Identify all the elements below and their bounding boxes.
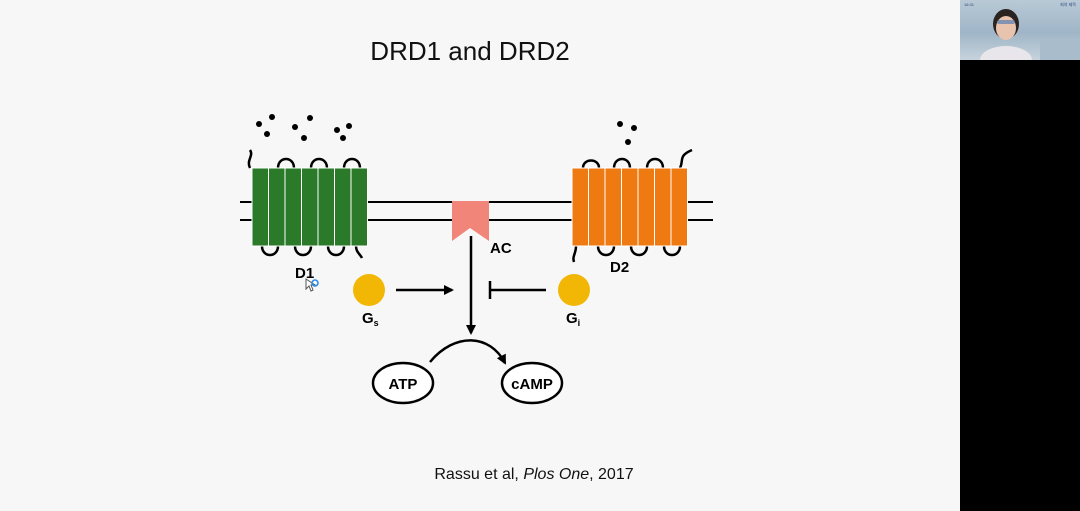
d1-helix: [251, 167, 269, 247]
shared-slide: DRD1 and DRD2: [0, 0, 960, 511]
d1-helix: [334, 167, 352, 247]
citation-year: , 2017: [589, 466, 634, 483]
d2-label: D2: [610, 259, 629, 276]
d1-helix: [350, 167, 368, 247]
participant-avatar: [980, 9, 1080, 60]
atp-label: ATP: [389, 376, 418, 393]
d1-helix: [284, 167, 302, 247]
d2-helix: [637, 167, 655, 247]
d2-helix: [654, 167, 672, 247]
d2-helix: [621, 167, 639, 247]
d1-label: D1: [295, 265, 314, 282]
gi-label: Gi: [566, 310, 580, 328]
conversion-arrow: [429, 339, 507, 365]
d1-helix: [268, 167, 286, 247]
gi-protein: [558, 274, 590, 306]
participant-meta-right: 회의 제목: [1060, 2, 1076, 7]
citation-journal: Plos One: [523, 466, 590, 483]
d1-helix: [317, 167, 335, 247]
d2-helix: [588, 167, 606, 247]
mouse-pointer-icon: [305, 278, 319, 299]
participant-panel: [960, 0, 1080, 511]
atp-node: [371, 361, 435, 405]
d1-receptor: [247, 149, 368, 259]
slide-title: DRD1 and DRD2: [370, 36, 570, 66]
d1-helix: [301, 167, 319, 247]
gs-protein: [353, 274, 385, 306]
d2-helix: [604, 167, 622, 247]
participant-video-tile[interactable]: 16:31 회의 제목: [960, 0, 1080, 60]
d2-receptor: [571, 148, 693, 263]
gs-label: Gs: [362, 310, 379, 328]
camp-label: cAMP: [511, 376, 553, 393]
slide-citation: Rassu et al, Plos One, 2017: [0, 466, 960, 484]
gi-inhibition-arrow: [488, 281, 546, 299]
dopamine-dots-d2: [617, 121, 637, 145]
adenylyl-cyclase: [452, 201, 489, 241]
d2-helix: [670, 167, 688, 247]
citation-authors: Rassu et al,: [434, 466, 519, 483]
d2-helix: [571, 167, 589, 247]
participant-meta-left: 16:31: [964, 2, 975, 7]
dopamine-dots-d1: [256, 114, 352, 141]
ac-label: AC: [490, 240, 512, 257]
dopamine-receptor-diagram: AC D1 D2 Gs Gi ATP cAMP: [240, 114, 713, 405]
camp-node: [500, 361, 564, 405]
